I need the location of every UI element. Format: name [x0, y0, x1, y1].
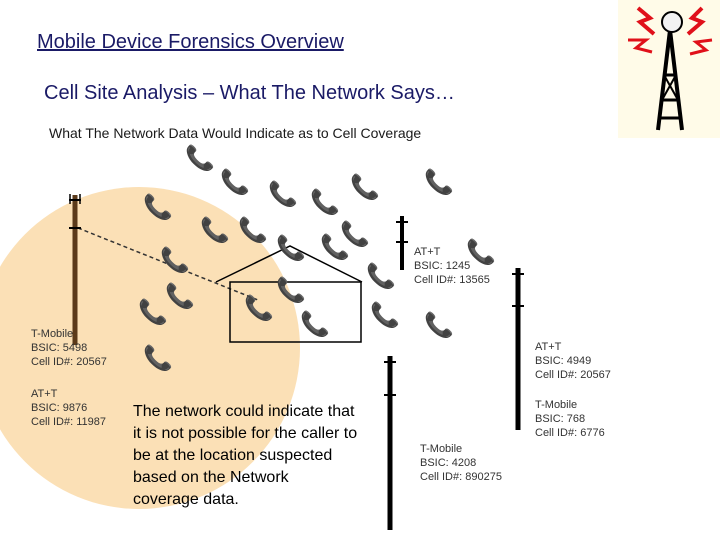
- phone-icon: 📞: [244, 294, 274, 322]
- phone-icon: 📞: [276, 234, 306, 262]
- phone-icon: 📞: [350, 173, 380, 201]
- phone-icon: 📞: [424, 311, 454, 339]
- slide-caption: What The Network Data Would Indicate as …: [49, 125, 422, 141]
- phone-icon: 📞: [300, 310, 330, 338]
- tower-label-att-right: AT+T BSIC: 4949 Cell ID#: 20567: [535, 341, 611, 381]
- phone-icon: 📞: [366, 262, 396, 290]
- phone-icon: 📞: [165, 282, 195, 310]
- slide-subtitle: Cell Site Analysis – What The Network Sa…: [44, 82, 455, 104]
- phone-icon: 📞: [370, 301, 400, 329]
- phone-icon: 📞: [238, 216, 268, 244]
- cell-tower-bottom: [384, 356, 396, 530]
- phone-icon: 📞: [138, 298, 168, 326]
- phone-icon: 📞: [340, 220, 370, 248]
- phone-icon: 📞: [143, 193, 173, 221]
- cell-tower-right: [512, 268, 524, 430]
- tower-label-tmobile-left: T-Mobile BSIC: 5498 Cell ID#: 20567: [31, 328, 107, 368]
- phone-icon: 📞: [424, 168, 454, 196]
- phone-icon: 📞: [143, 344, 173, 372]
- phone-icon: 📞: [220, 168, 250, 196]
- phone-icon: 📞: [185, 144, 215, 172]
- phone-icon: 📞: [320, 233, 350, 261]
- tower-label-tmobile-right: T-Mobile BSIC: 768 Cell ID#: 6776: [535, 399, 605, 439]
- cell-tower-center: [396, 216, 408, 270]
- page-title: Mobile Device Forensics Overview: [37, 31, 344, 53]
- phone-icon: 📞: [200, 216, 230, 244]
- conclusion-text: The network could indicate that it is no…: [133, 403, 358, 508]
- phone-icon: 📞: [466, 238, 496, 266]
- phone-icon: 📞: [276, 276, 306, 304]
- radio-tower-logo: [618, 0, 720, 138]
- tower-label-att-left: AT+T BSIC: 9876 Cell ID#: 11987: [31, 388, 107, 428]
- tower-label-att-center: AT+T BSIC: 1245 Cell ID#: 13565: [414, 246, 490, 286]
- tower-label-tmobile-bottom: T-Mobile BSIC: 4208 Cell ID#: 890275: [420, 443, 502, 483]
- phone-icon: 📞: [268, 180, 298, 208]
- phone-icon: 📞: [160, 246, 190, 274]
- phone-icon: 📞: [310, 188, 340, 216]
